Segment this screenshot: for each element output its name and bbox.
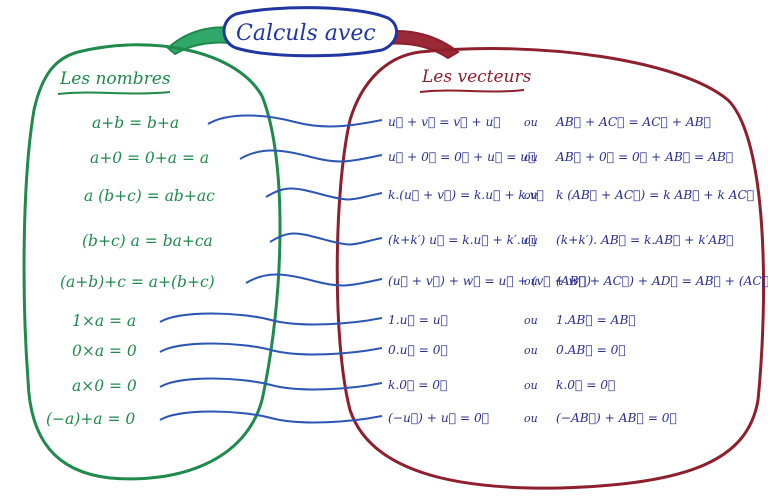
ou-label: ou: [524, 116, 538, 129]
vector-property: u⃗ + v⃗ = v⃗ + u⃗: [388, 115, 501, 129]
diagram-title: Calculs avec: [236, 21, 376, 46]
point-property: k.0⃗ = 0⃗: [556, 378, 615, 392]
number-property: (−a)+a = 0: [46, 410, 135, 428]
connector-line: [159, 410, 383, 424]
connector-line: [159, 312, 383, 326]
vectors-ellipse: [335, 47, 766, 490]
number-property: 0×a = 0: [72, 342, 137, 360]
connector-line: [265, 187, 383, 201]
ou-label: ou: [524, 344, 538, 357]
connector-line: [159, 377, 383, 391]
number-property: 1×a = a: [72, 312, 136, 330]
point-property: AB⃗ + 0⃗ = 0⃗ + AB⃗ = AB⃗: [555, 150, 733, 164]
point-property: (AB⃗ + AC⃗) + AD⃗ = AB⃗ + (AC⃗ + AD⃗): [556, 274, 768, 288]
ou-label: ou: [524, 275, 538, 288]
point-property: (−AB⃗) + AB⃗ = 0⃗: [556, 411, 677, 425]
ou-label: ou: [524, 189, 538, 202]
ou-label: ou: [524, 234, 538, 247]
point-property: (k+k′). AB⃗ = k.AB⃗ + k′AB⃗: [556, 233, 734, 247]
numbers-ellipse: [22, 43, 282, 481]
number-property: a+0 = 0+a = a: [90, 149, 209, 167]
connector-line: [269, 232, 383, 246]
ou-label: ou: [524, 379, 538, 392]
number-property: (a+b)+c = a+(b+c): [60, 273, 215, 291]
ou-label: ou: [524, 412, 538, 425]
point-property: k (AB⃗ + AC⃗) = k AB⃗ + k AC⃗: [556, 188, 754, 202]
point-property: 0.AB⃗ = 0⃗: [556, 343, 626, 357]
connector-line: [239, 149, 383, 163]
connector-line: [159, 342, 383, 356]
connector-line: [207, 114, 383, 128]
property-rows: a+b = b+a u⃗ + v⃗ = v⃗ + u⃗ ou AB⃗ + AC⃗ = …: [46, 114, 768, 428]
numbers-heading-underline: [57, 91, 171, 95]
vector-property: u⃗ + 0⃗ = 0⃗ + u⃗ = u⃗: [388, 150, 535, 164]
connector-lines: [159, 114, 383, 424]
point-property: AB⃗ + AC⃗ = AC⃗ + AB⃗: [555, 115, 711, 129]
vector-property: (−u⃗) + u⃗ = 0⃗: [388, 411, 489, 425]
vector-property: k.(u⃗ + v⃗) = k.u⃗ + k.v⃗: [388, 188, 544, 202]
ou-label: ou: [524, 314, 538, 327]
vectors-heading-underline: [419, 89, 525, 93]
vector-property: k.0⃗ = 0⃗: [388, 378, 447, 392]
vector-property: 1.u⃗ = u⃗: [388, 313, 448, 327]
numbers-heading: Les nombres: [59, 69, 171, 89]
point-property: 1.AB⃗ = AB⃗: [556, 313, 636, 327]
number-property: a×0 = 0: [72, 377, 137, 395]
number-property: (b+c) a = ba+ca: [82, 232, 213, 250]
title-bubble: [222, 6, 398, 58]
vector-property: (u⃗ + v⃗) + w⃗ = u⃗ + (v⃗ + w⃗): [388, 274, 591, 288]
number-property: a (b+c) = ab+ac: [84, 187, 215, 205]
connector-line: [245, 273, 383, 287]
vector-property: (k+k′) u⃗ = k.u⃗ + k′.u⃗: [388, 233, 536, 247]
number-property: a+b = b+a: [92, 114, 179, 132]
ou-label: ou: [524, 151, 538, 164]
vector-property: 0.u⃗ = 0⃗: [388, 343, 448, 357]
vectors-heading: Les vecteurs: [421, 67, 532, 87]
